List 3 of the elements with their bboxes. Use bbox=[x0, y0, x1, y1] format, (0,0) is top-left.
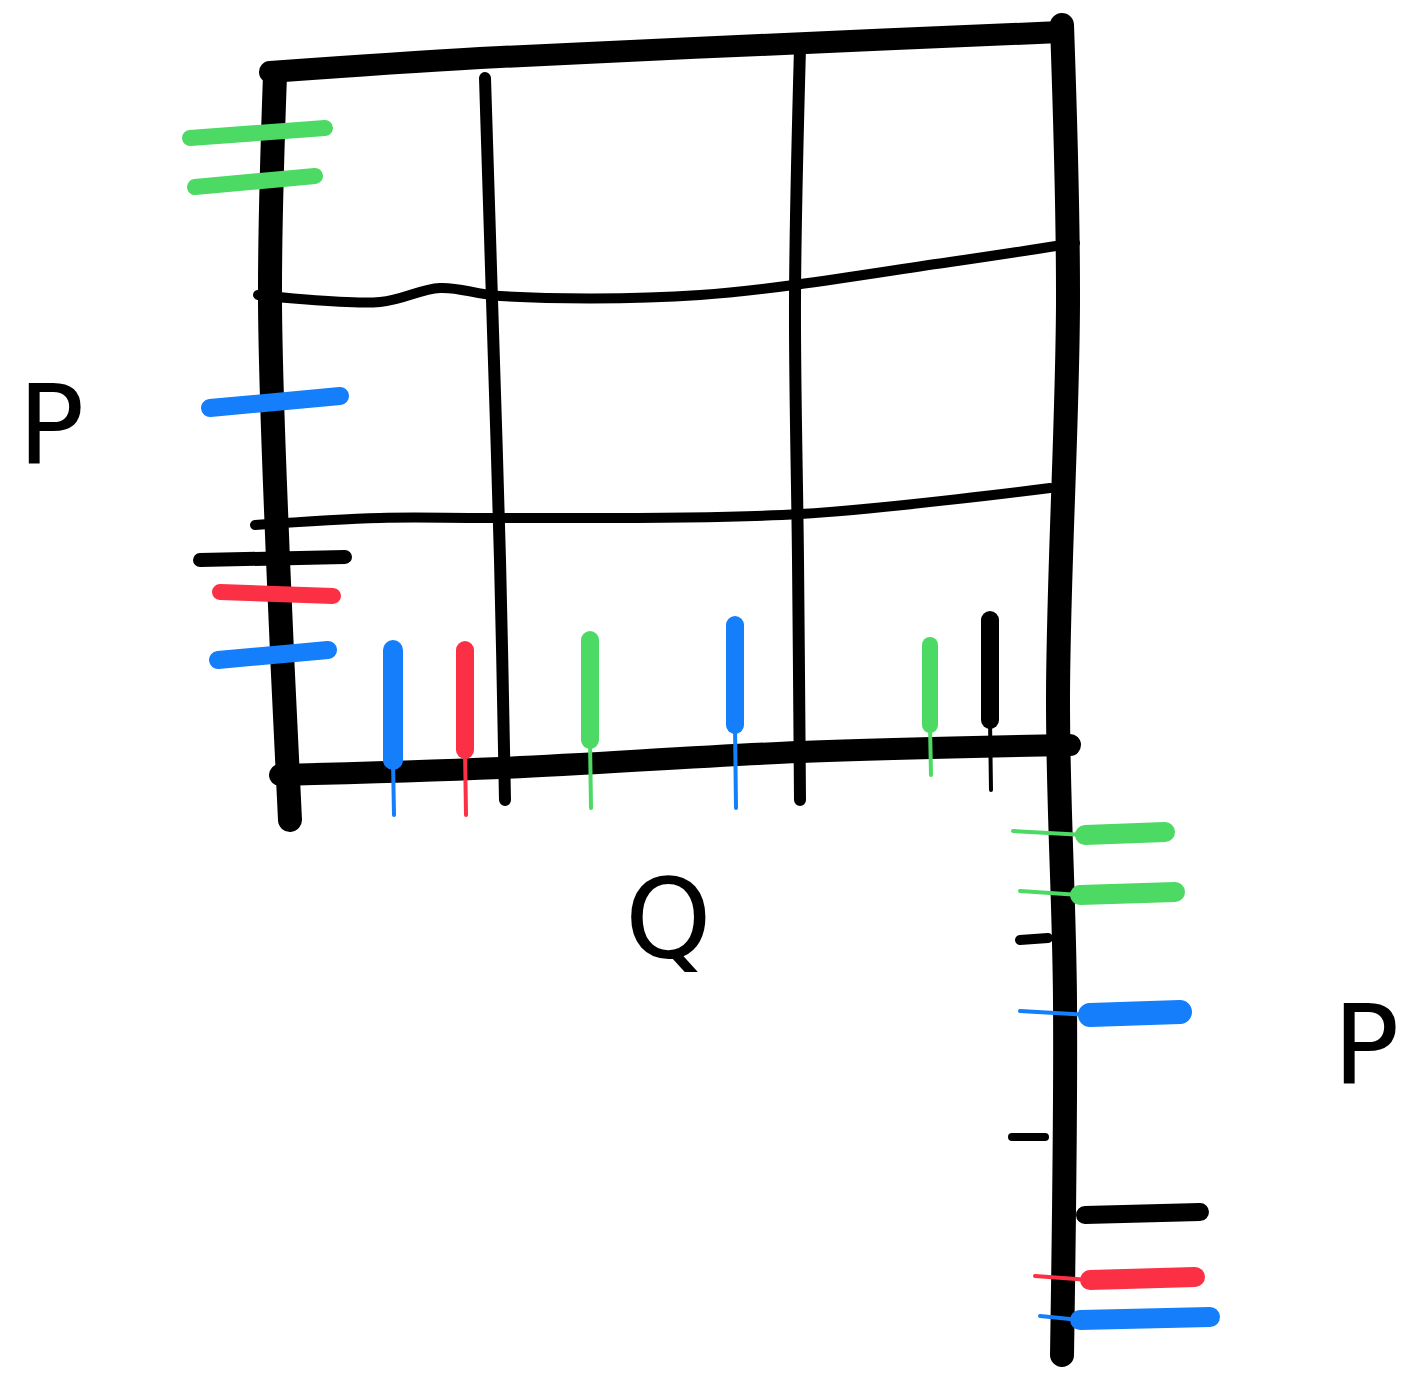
axis-label: Q bbox=[625, 865, 712, 975]
axis-label: P bbox=[18, 370, 85, 480]
axis-label: P bbox=[1333, 990, 1400, 1100]
